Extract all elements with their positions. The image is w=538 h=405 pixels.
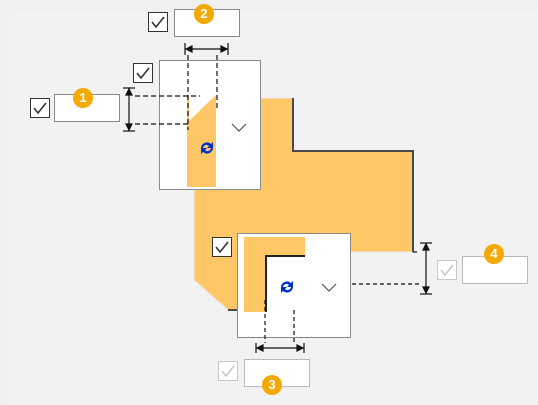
link-arrows-icon[interactable]	[277, 278, 297, 296]
shape-shadow-edge	[292, 98, 414, 252]
offset-3-checkbox[interactable]	[218, 361, 238, 381]
offset-2-checkbox[interactable]	[148, 12, 168, 32]
offset-2-badge: 2	[194, 4, 214, 24]
offset-4-checkbox[interactable]	[437, 260, 457, 280]
bottom-preview-checkbox[interactable]	[212, 237, 232, 257]
check-icon	[215, 241, 229, 254]
check-icon	[136, 67, 150, 80]
bottom-corner-drawing	[244, 237, 305, 312]
offset-4-badge: 4	[484, 244, 504, 264]
check-icon	[151, 16, 165, 29]
check-icon	[33, 102, 47, 115]
link-arrows-icon[interactable]	[197, 139, 217, 157]
top-preview-checkbox[interactable]	[133, 63, 153, 83]
top-corner-drawing	[187, 95, 216, 187]
offset-1-badge: 1	[73, 88, 93, 108]
top-corner-preview	[159, 60, 261, 190]
check-icon	[440, 264, 454, 277]
offset-1-checkbox[interactable]	[30, 98, 50, 118]
chevron-down-icon[interactable]	[321, 280, 337, 292]
chevron-down-icon[interactable]	[231, 120, 247, 132]
offset-3-badge: 3	[262, 375, 282, 395]
check-icon	[221, 365, 235, 378]
